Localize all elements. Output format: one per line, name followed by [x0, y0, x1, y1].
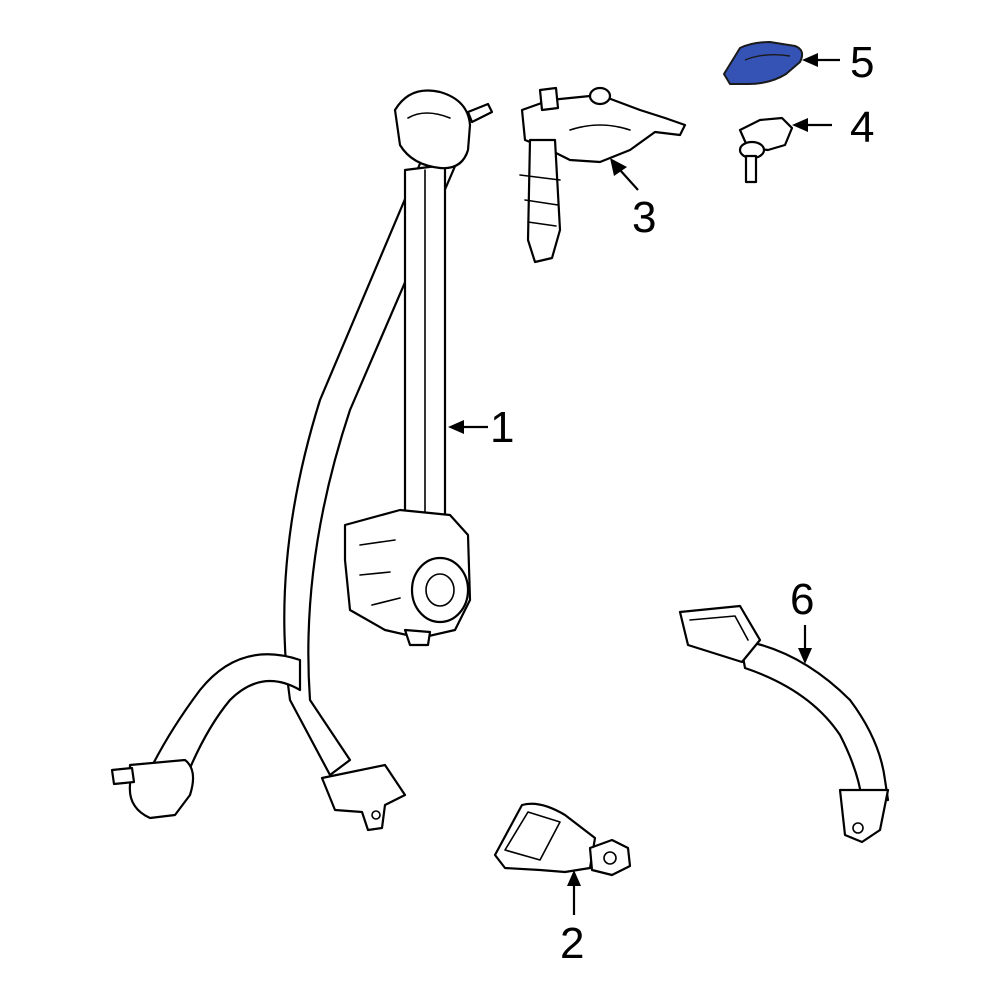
leader-4 — [792, 118, 832, 132]
callout-5-label: 5 — [850, 38, 874, 87]
leader-5 — [802, 53, 840, 67]
leader-1 — [448, 420, 488, 434]
leader-2 — [567, 870, 581, 915]
callout-2-label: 2 — [560, 919, 584, 968]
leader-3 — [610, 158, 639, 191]
callout-1-label: 1 — [490, 403, 514, 452]
callout-3-label: 3 — [632, 193, 656, 242]
part-5-cover[interactable] — [723, 41, 804, 85]
part-3-height-adjuster[interactable] — [519, 86, 687, 264]
part-1-seat-belt-assembly[interactable] — [110, 89, 494, 832]
callout-4-label: 4 — [850, 103, 874, 152]
callout-6-label: 6 — [790, 575, 814, 624]
part-2-buckle[interactable] — [493, 802, 632, 877]
part-4-bolt[interactable] — [738, 116, 794, 184]
leader-6 — [798, 625, 812, 664]
part-6-buckle-strap[interactable] — [678, 604, 890, 844]
